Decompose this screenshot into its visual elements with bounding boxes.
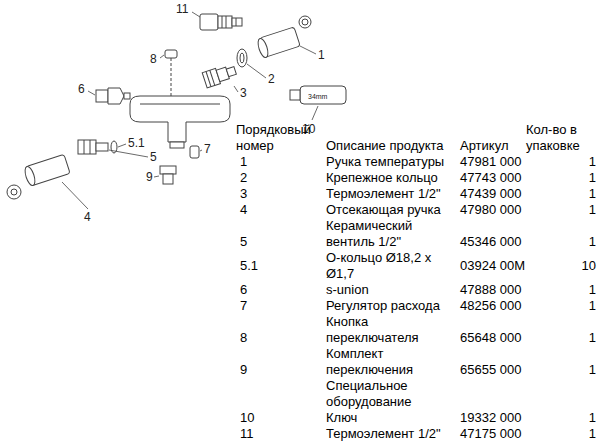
regulator-drawing (190, 146, 199, 158)
leader-lines (62, 12, 318, 209)
table-cell: Термоэлемент 1/2" (326, 186, 441, 202)
callout-number: 2 (268, 72, 275, 86)
table-header: Описание продукта (326, 138, 444, 154)
table-cell: 1 (589, 330, 596, 346)
table-cell: 4 (240, 202, 247, 218)
callout-number: 7 (204, 142, 211, 156)
table-cell: 1 (589, 154, 596, 170)
table-cell: 2 (240, 170, 247, 186)
table-cell: 03924 00M (460, 258, 525, 274)
table-cell: 47888 000 (460, 282, 521, 298)
table-cell: 1 (589, 410, 596, 426)
table-cell: 1 (589, 202, 596, 218)
callout-number: 1 (318, 48, 325, 62)
table-header: Кол-во в упаковке (526, 122, 596, 154)
table-cell: О-кольцо Ø18,2 x Ø1,7 (326, 250, 446, 282)
callout-number: 6 (78, 82, 85, 96)
table-cell: 3 (240, 186, 247, 202)
table-cell: Комплект переключения (326, 346, 446, 378)
dimension-label: 34mm (308, 92, 327, 101)
table-cell: 9 (240, 362, 247, 378)
table-cell: Кнопка переключателя (326, 314, 446, 346)
union-drawing (96, 88, 130, 104)
callout-number: 11 (176, 2, 188, 16)
table-cell: Ключ (326, 410, 357, 426)
table-cell: 1 (589, 186, 596, 202)
table-cell: Керамический вентиль 1/2" (326, 218, 446, 250)
callout-number: 8 (150, 52, 157, 66)
table-cell: 10 (240, 410, 254, 426)
callout-number: 4 (84, 210, 91, 224)
table-cell: 7 (240, 298, 247, 314)
table-cell: 1 (589, 170, 596, 186)
table-cell: Отсекающая ручка (326, 202, 441, 218)
table-header: Артикул (460, 138, 508, 154)
table-cell: s-union (326, 282, 369, 298)
table-cell: 47980 000 (460, 202, 521, 218)
button-drawing (165, 50, 177, 58)
thermo-drawing (202, 63, 237, 88)
table-cell: Термоэлемент 1/2" (326, 426, 441, 442)
table-cell: 1 (589, 298, 596, 314)
table-cell: 47439 000 (460, 186, 521, 202)
table-cell: 47175 000 (460, 426, 521, 442)
callout-number: 5.1 (128, 136, 145, 150)
cartridge-drawing (200, 14, 242, 30)
table-cell: Ручка температуры (326, 154, 444, 170)
table-cell: 47743 000 (460, 170, 521, 186)
callout-number: 5 (150, 150, 157, 164)
table-cell: 1 (589, 234, 596, 250)
handle-drawing (256, 16, 311, 59)
table-cell: Регулятор расхода (326, 298, 440, 314)
table-cell: 47981 000 (460, 154, 521, 170)
table-cell: 1 (589, 426, 596, 442)
table-cell: 6 (240, 282, 247, 298)
key-drawing (300, 86, 346, 104)
callout-number: 3 (240, 86, 247, 100)
ring-drawing (237, 49, 247, 67)
table-header: Порядковый номер (236, 122, 324, 154)
body-drawing (130, 96, 230, 142)
table-cell: 1 (589, 282, 596, 298)
table-cell: Крепежное кольцо (326, 170, 438, 186)
section-heading: Специальное оборудование (326, 378, 446, 410)
table-cell: 48256 000 (460, 298, 521, 314)
table-cell: 8 (240, 330, 247, 346)
shutoff-handle-drawing (7, 154, 70, 199)
table-cell: 1 (240, 154, 247, 170)
table-cell: 5 (240, 234, 247, 250)
valve-drawing (78, 140, 117, 154)
table-cell: 45346 000 (460, 234, 521, 250)
table-cell: 10 (582, 258, 596, 274)
switch-drawing (160, 166, 176, 184)
table-cell: 65655 000 (460, 362, 521, 378)
table-cell: 19332 000 (460, 410, 521, 426)
table-cell: 65648 000 (460, 330, 521, 346)
table-cell: 11 (240, 426, 254, 442)
callout-number: 9 (146, 170, 153, 184)
table-cell: 5.1 (240, 258, 258, 274)
table-cell: 1 (589, 362, 596, 378)
